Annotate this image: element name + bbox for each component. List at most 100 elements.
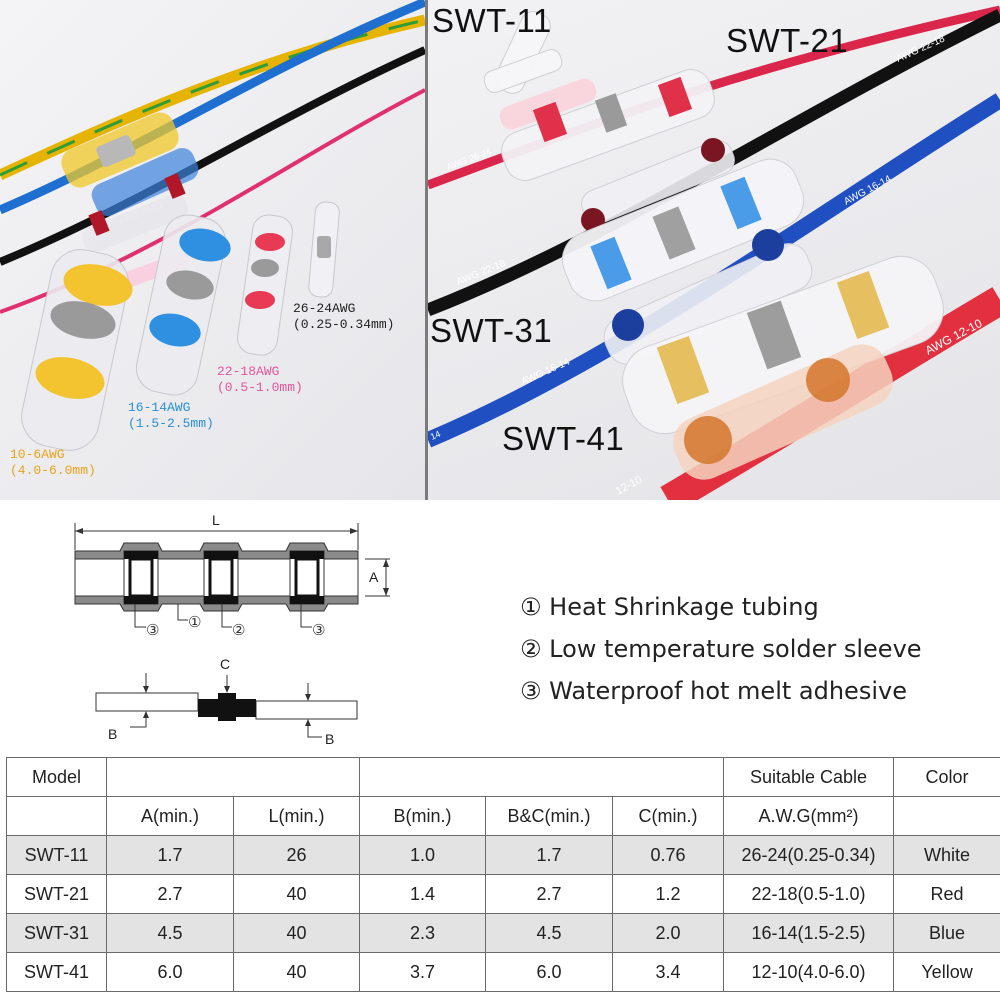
adhesive-ring-left	[123, 550, 159, 605]
mm-label-text: (1.5-2.5mm)	[128, 416, 214, 431]
cell-a: 6.0	[106, 952, 234, 992]
wire-print-blue-end: 14	[429, 429, 442, 442]
loose-yellow-connector	[21, 249, 133, 451]
callout-3-left: ③	[146, 621, 159, 639]
awg-label-text: 16-14AWG	[128, 400, 191, 415]
callout-2: ②	[232, 621, 245, 639]
connector-diagram: L A ③ ① ② ③ B	[74, 512, 390, 747]
dim-label-b-right: B	[325, 731, 334, 747]
spliced-wire-diagram	[95, 692, 358, 721]
mm-label-text: (4.0-6.0mm)	[10, 463, 96, 478]
table-header-row-2: A(min.) L(min.) B(min.) B&C(min.) C(min.…	[6, 796, 1000, 836]
loose-blue-connector	[135, 214, 231, 396]
cell-awg: 22-18(0.5-1.0)	[723, 874, 895, 914]
red-connector-on-wire	[82, 193, 188, 253]
cell-b: 1.4	[359, 874, 486, 914]
dim-label-c: C	[220, 656, 230, 672]
model-label-swt-41: SWT-41	[502, 420, 625, 457]
header-a-min: A(min.)	[106, 796, 234, 836]
product-photo-left: AWG 26-24	[0, 0, 425, 500]
dim-label-l: L	[212, 512, 220, 528]
product-photo-right: AWG 26-24 AWG 22-18 AWG 22-18 AWG 16-14 …	[428, 0, 1000, 500]
awg-label-text: 22-18AWG	[217, 364, 280, 379]
cell-awg: 16-14(1.5-2.5)	[723, 913, 895, 953]
cell-l: 40	[233, 913, 360, 953]
cell-color: Red	[893, 874, 1000, 914]
cell-bc: 4.5	[485, 913, 613, 953]
cell-bc: 6.0	[485, 952, 613, 992]
awg-label-22-18: 22-18AWG (0.5-1.0mm)	[217, 364, 303, 396]
header-b-min: B(min.)	[359, 796, 486, 836]
cell-color: White	[893, 835, 1000, 875]
header-color-blank	[893, 796, 1000, 836]
cell-b: 2.3	[359, 913, 486, 953]
legend-item-hot-melt: ③ Waterproof hot melt adhesive	[520, 677, 907, 705]
model-label-swt-11: SWT-11	[432, 2, 552, 39]
cell-c: 1.2	[611, 874, 725, 914]
spec-table: Model Suitable Cable Color A(min.) L(min…	[6, 757, 1000, 992]
header-bc-min: B&C(min.)	[485, 796, 613, 836]
swt-41-connectors	[622, 255, 944, 480]
cell-c: 3.4	[611, 952, 725, 992]
awg-label-26-24: 26-24AWG (0.25-0.34mm)	[293, 301, 394, 333]
loose-white-connector	[308, 201, 340, 298]
table-row: SWT-21 2.7 40 1.4 2.7 1.2 22-18(0.5-1.0)…	[6, 874, 1000, 914]
header-awg: A.W.G(mm²)	[723, 796, 895, 836]
cell-a: 2.7	[106, 874, 234, 914]
cell-l: 40	[233, 874, 360, 914]
callout-3-right: ③	[312, 621, 325, 639]
cell-color: Blue	[893, 913, 1000, 953]
connectors-illustration-left: AWG 26-24	[0, 0, 425, 451]
cell-bc: 1.7	[485, 835, 613, 875]
solder-sleeve-center	[203, 550, 239, 605]
cell-c: 0.76	[611, 835, 725, 875]
header-l-min: L(min.)	[233, 796, 360, 836]
header-model: Model	[6, 757, 107, 797]
wire-print-red-end: 12-10	[614, 474, 644, 498]
header-c-min: C(min.)	[611, 796, 725, 836]
callout-1: ①	[188, 613, 201, 631]
cell-awg: 26-24(0.25-0.34)	[723, 835, 895, 875]
cell-color: Yellow	[893, 952, 1000, 992]
cell-bc: 2.7	[485, 874, 613, 914]
cell-l: 40	[233, 952, 360, 992]
model-label-swt-31: SWT-31	[430, 312, 553, 349]
model-label-swt-21: SWT-21	[726, 22, 849, 59]
awg-label-text: 10-6AWG	[10, 447, 65, 462]
legend-item-heat-shrink: ① Heat Shrinkage tubing	[520, 593, 819, 621]
yellow-green-wire	[0, 14, 425, 180]
mm-label-text: (0.25-0.34mm)	[293, 317, 395, 332]
table-header-row-1: Model Suitable Cable Color	[6, 757, 1000, 797]
awg-label-16-14: 16-14AWG (1.5-2.5mm)	[128, 400, 214, 432]
swt-11-connectors	[483, 11, 597, 130]
table-row: SWT-41 6.0 40 3.7 6.0 3.4 12-10(4.0-6.0)…	[6, 952, 1000, 992]
cell-a: 1.7	[106, 835, 234, 875]
header-blank-1	[106, 757, 360, 797]
cell-a: 4.5	[106, 913, 234, 953]
header-color: Color	[893, 757, 1000, 797]
cell-l: 26	[233, 835, 360, 875]
cell-c: 2.0	[611, 913, 725, 953]
connectors-illustration-right: AWG 26-24 AWG 22-18 AWG 22-18 AWG 16-14 …	[428, 5, 1000, 500]
blue-connector-on-wire	[91, 147, 199, 217]
cell-b: 1.0	[359, 835, 486, 875]
awg-label-text: 26-24AWG	[293, 301, 356, 316]
cell-model: SWT-11	[6, 835, 107, 875]
mm-label-text: (0.5-1.0mm)	[217, 380, 303, 395]
legend-item-solder-sleeve: ② Low temperature solder sleeve	[520, 635, 922, 663]
cell-model: SWT-21	[6, 874, 107, 914]
cell-b: 3.7	[359, 952, 486, 992]
awg-label-10-6: 10-6AWG (4.0-6.0mm)	[10, 447, 96, 479]
loose-red-connector	[237, 214, 293, 356]
dim-label-a: A	[369, 569, 379, 585]
blue-wire	[0, 0, 425, 215]
cell-model: SWT-31	[6, 913, 107, 953]
header-blank-2	[358, 757, 725, 797]
swt-21-connectors	[501, 69, 735, 232]
component-legend: ① Heat Shrinkage tubing ② Low temperatur…	[520, 586, 922, 712]
adhesive-ring-right	[289, 550, 325, 605]
photo-divider	[425, 0, 428, 500]
table-row: SWT-11 1.7 26 1.0 1.7 0.76 26-24(0.25-0.…	[6, 835, 1000, 875]
cell-model: SWT-41	[6, 952, 107, 992]
table-row: SWT-31 4.5 40 2.3 4.5 2.0 16-14(1.5-2.5)…	[6, 913, 1000, 953]
